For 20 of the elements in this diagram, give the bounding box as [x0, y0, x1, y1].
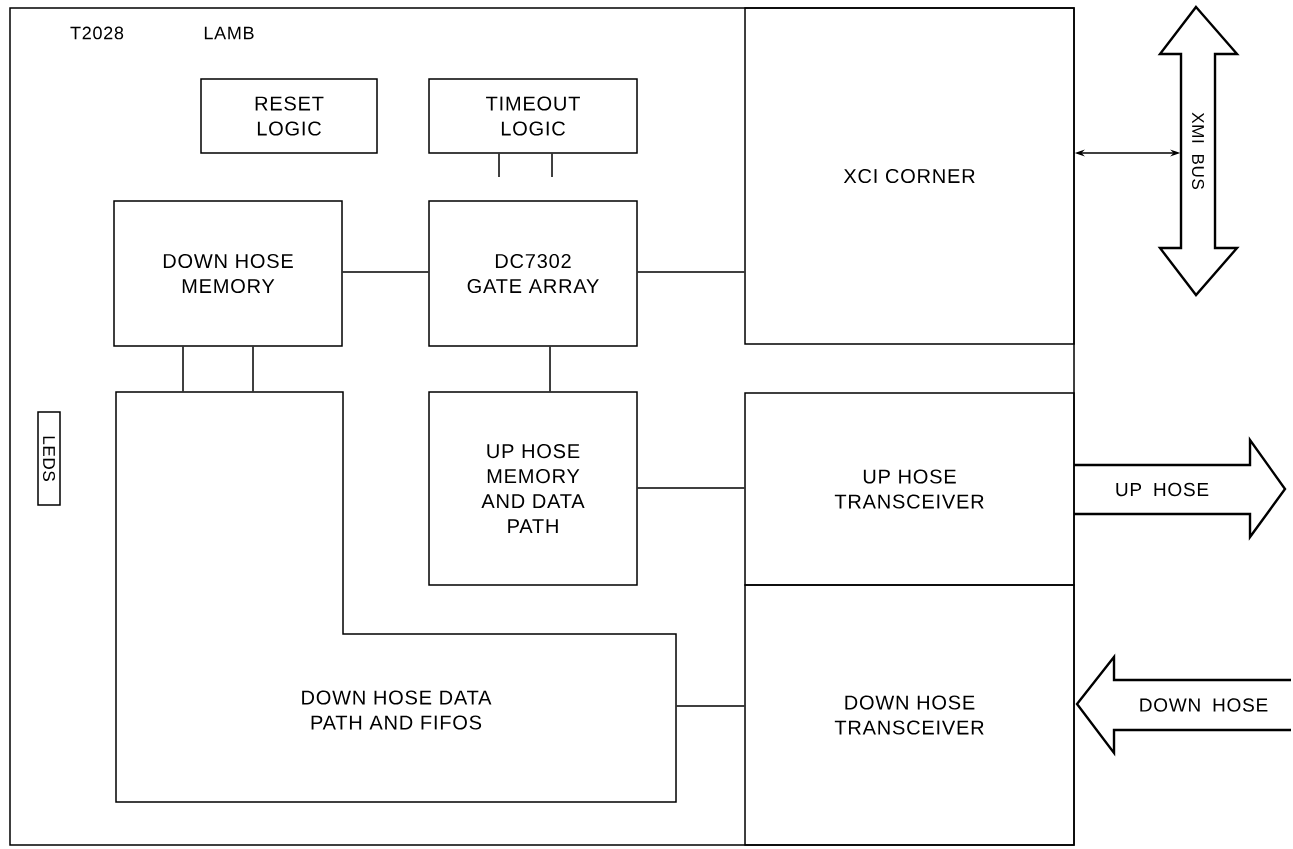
connector-line	[676, 705, 745, 707]
led-box: LEDS	[37, 411, 61, 506]
connector-line	[252, 346, 254, 392]
memory-box: DOWN HOSE MEMORY	[113, 200, 343, 347]
transceiver-box: DOWN HOSE TRANSCEIVER	[744, 584, 1075, 846]
connector-line	[182, 346, 184, 392]
corner-box: XCI CORNER	[744, 7, 1075, 345]
logic-box: TIMEOUT LOGIC	[428, 78, 638, 154]
connector-line	[637, 487, 745, 489]
board-label: T2028	[70, 26, 124, 40]
connector-line	[498, 153, 500, 178]
connector-line	[342, 271, 429, 273]
transceiver-box: UP HOSE TRANSCEIVER	[744, 392, 1075, 586]
board-label: LAMB	[204, 26, 254, 40]
connector-line	[551, 153, 553, 178]
connector-line	[549, 346, 551, 392]
memory-box: UP HOSE MEMORY AND DATA PATH	[428, 391, 638, 586]
connector-line	[637, 271, 745, 273]
gate-array-box: DC7302 GATE ARRAY	[428, 200, 638, 347]
logic-box: RESET LOGIC	[200, 78, 378, 154]
